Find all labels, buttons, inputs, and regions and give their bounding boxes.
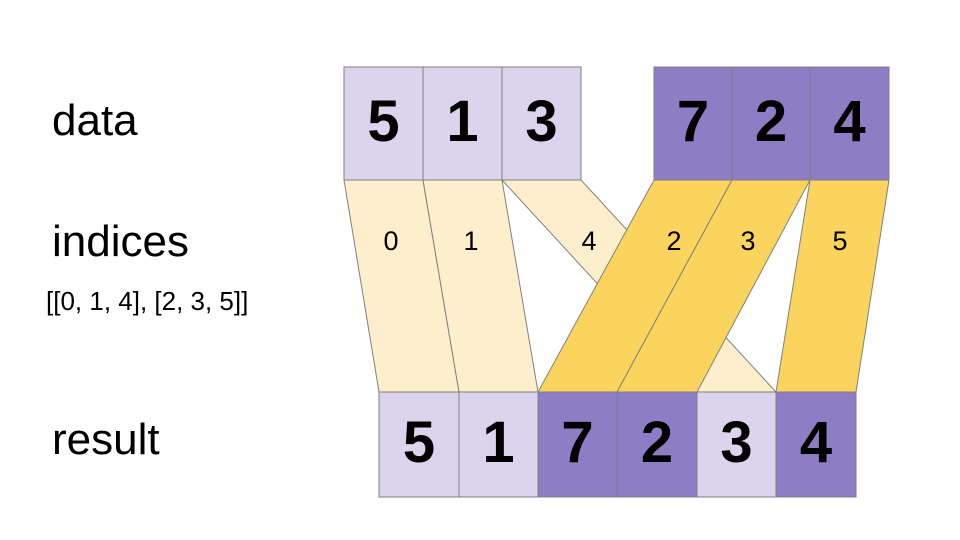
index-label-group: 0 1 4 2 3 5 bbox=[383, 226, 847, 256]
result-cell-value: 5 bbox=[403, 410, 435, 475]
data-cell bbox=[653, 66, 733, 181]
data-cell bbox=[809, 66, 890, 181]
data-cell-value: 2 bbox=[755, 89, 787, 154]
result-cell-value: 4 bbox=[800, 410, 832, 475]
data-cell bbox=[501, 66, 582, 181]
indices-value-text: [[0, 1, 4], [2, 3, 5]] bbox=[46, 286, 249, 316]
data-cell-value: 5 bbox=[367, 89, 399, 154]
result-cell bbox=[378, 391, 460, 498]
index-label-3: 3 bbox=[740, 226, 755, 256]
result-cell bbox=[537, 391, 618, 498]
result-cell bbox=[696, 391, 777, 498]
index-label-5: 5 bbox=[832, 226, 847, 256]
row-label-result: result bbox=[52, 415, 160, 464]
result-cell-value: 7 bbox=[561, 410, 593, 475]
data-cell-value: 7 bbox=[677, 89, 709, 154]
ribbon-group bbox=[343, 179, 890, 393]
row-label-indices: indices bbox=[52, 217, 189, 266]
result-cell bbox=[775, 391, 857, 498]
index-label-4: 4 bbox=[581, 226, 596, 256]
row-label-data: data bbox=[52, 96, 138, 145]
data-cell-value: 1 bbox=[446, 89, 478, 154]
result-cell-value: 2 bbox=[641, 410, 673, 475]
index-label-1: 1 bbox=[463, 226, 478, 256]
result-cell bbox=[458, 391, 539, 498]
data-cell bbox=[422, 66, 503, 181]
index-label-0: 0 bbox=[383, 226, 398, 256]
data-cell-value: 4 bbox=[833, 89, 865, 154]
result-cell-value: 1 bbox=[482, 410, 514, 475]
data-cell-value: 3 bbox=[525, 89, 557, 154]
result-cell-value: 3 bbox=[720, 410, 752, 475]
index-label-2: 2 bbox=[666, 226, 681, 256]
